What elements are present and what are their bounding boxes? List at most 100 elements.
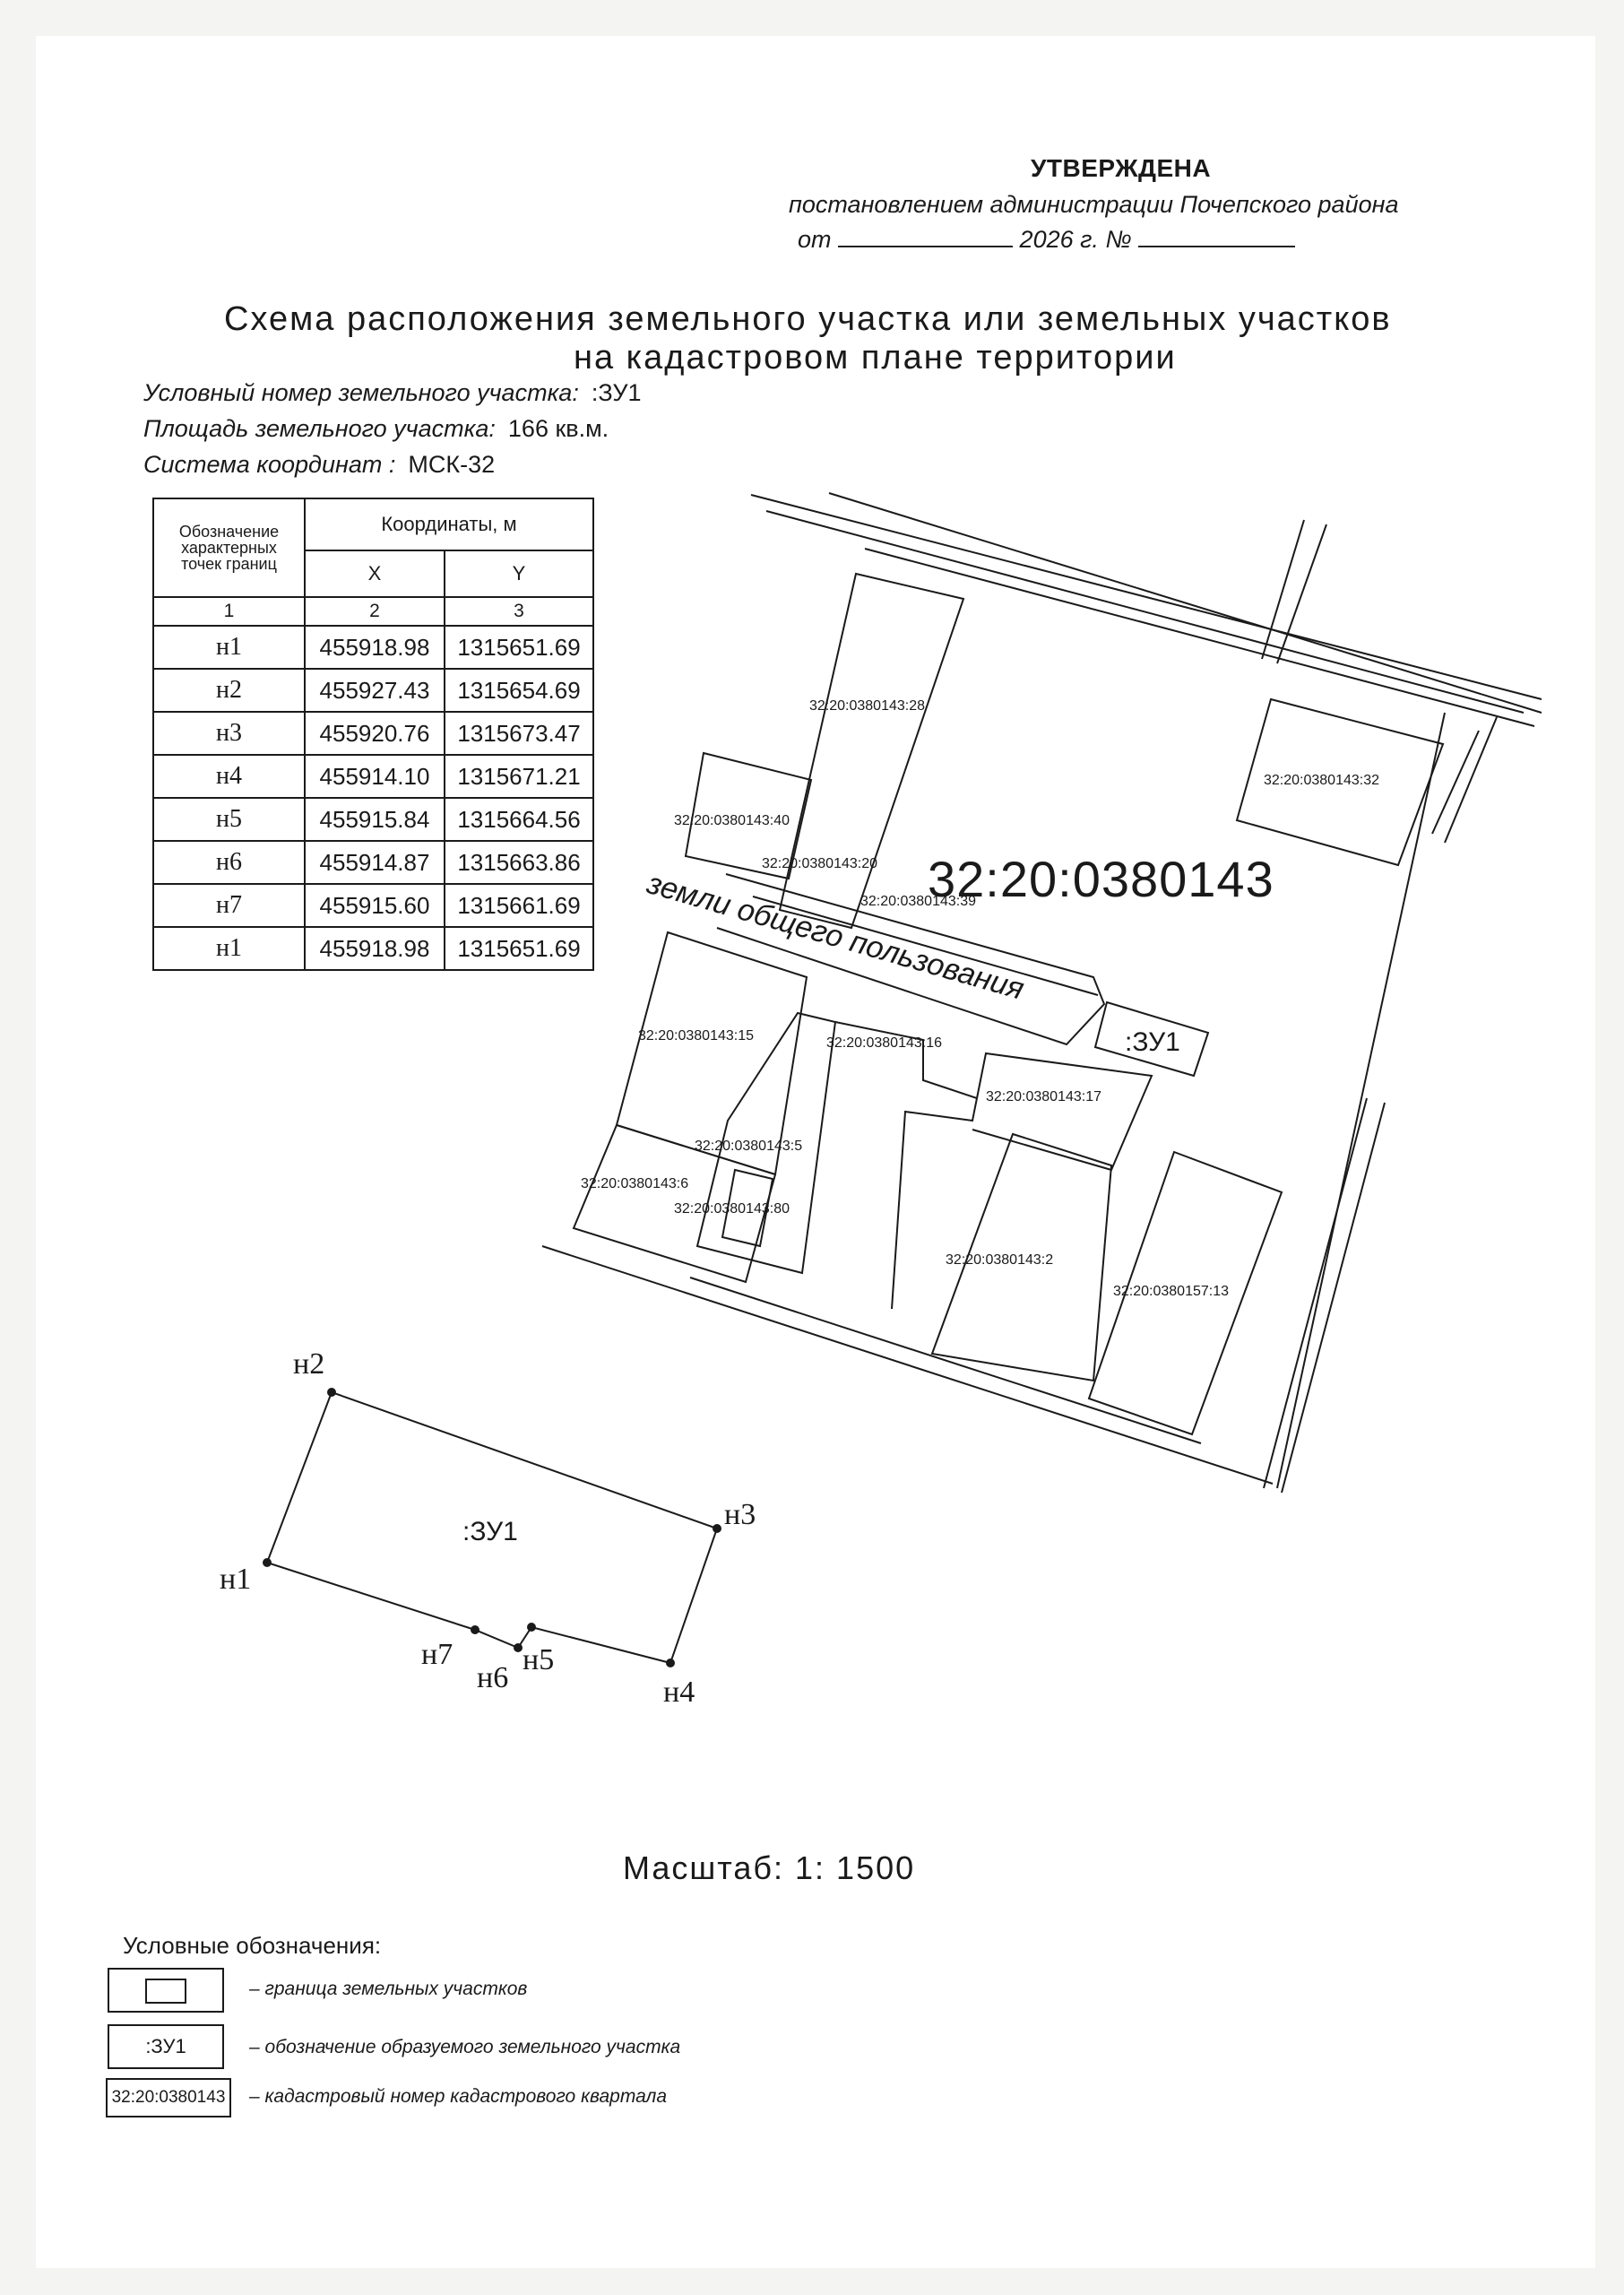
parcel-label: 32:20:0380143:5 bbox=[695, 1139, 802, 1154]
parcel-label: 32:20:0380143:32 bbox=[1264, 773, 1379, 788]
parcel-40-boundary bbox=[684, 751, 813, 880]
date-prefix: от bbox=[798, 226, 832, 253]
y-coord: 1315663.86 bbox=[444, 840, 594, 885]
parcel-label: 32:20:0380143:40 bbox=[674, 813, 790, 828]
point-name: н2 bbox=[152, 668, 306, 713]
legend-title: Условные обозначения: bbox=[123, 1932, 382, 1959]
parcel-number-value: :ЗУ1 bbox=[591, 379, 642, 406]
x-coord: 455920.76 bbox=[304, 711, 445, 756]
parcel-2-boundary bbox=[930, 1132, 1113, 1382]
y-coord: 1315664.56 bbox=[444, 797, 594, 842]
vertex-label-n2: н2 bbox=[293, 1347, 324, 1381]
coords-header: Координаты, м bbox=[304, 497, 594, 552]
detail-parcel-boundary bbox=[265, 1390, 719, 1665]
vertex-point bbox=[527, 1623, 536, 1632]
parcel-label: 32:20:0380143:39 bbox=[860, 894, 976, 909]
x-header: X bbox=[304, 550, 445, 598]
y-header: Y bbox=[444, 550, 594, 598]
x-coord: 455918.98 bbox=[304, 926, 445, 971]
legend-symbol-new-parcel: :ЗУ1 bbox=[108, 2024, 224, 2069]
legend-symbol-quarter: 32:20:0380143 bbox=[106, 2078, 231, 2117]
x-coord: 455914.10 bbox=[304, 754, 445, 799]
point-name: н1 bbox=[152, 625, 306, 670]
y-coord: 1315654.69 bbox=[444, 668, 594, 713]
parcel-28-boundary bbox=[778, 572, 965, 930]
legend-text: – обозначение образуемого земельного уча… bbox=[249, 2037, 681, 2057]
x-coord: 455918.98 bbox=[304, 625, 445, 670]
vertex-label-n6: н6 bbox=[477, 1661, 508, 1694]
vertex-label-n4: н4 bbox=[663, 1676, 695, 1709]
parcel-label: 32:20:0380143:15 bbox=[638, 1028, 754, 1044]
parcel-area-label: Площадь земельного участка: bbox=[143, 415, 496, 442]
point-name: н7 bbox=[152, 883, 306, 928]
vertex-point bbox=[263, 1558, 272, 1567]
crs-label: Система координат : bbox=[143, 451, 396, 478]
parcel-6-boundary bbox=[572, 1123, 777, 1284]
vertex-point bbox=[327, 1388, 336, 1397]
parcel-number-row: Условный номер земельного участка::ЗУ1 bbox=[143, 379, 642, 407]
document-page bbox=[36, 36, 1595, 2268]
parcel-area-value: 166 кв.м. bbox=[507, 415, 609, 442]
parcel-13-boundary bbox=[1087, 1150, 1283, 1436]
scale-label: Масштаб: 1: 1500 bbox=[623, 1849, 916, 1886]
road-line bbox=[750, 494, 1542, 700]
number-sign: № bbox=[1105, 226, 1132, 253]
road-line bbox=[828, 492, 1542, 714]
parcel-80-boundary bbox=[721, 1168, 774, 1248]
y-coord: 1315673.47 bbox=[444, 711, 594, 756]
legend-symbol-boundary bbox=[108, 1968, 224, 2013]
road-line bbox=[765, 510, 1525, 714]
boundary-line bbox=[1261, 519, 1327, 664]
vertex-label-n5: н5 bbox=[523, 1643, 554, 1676]
detail-parcel-label: :ЗУ1 bbox=[462, 1517, 518, 1546]
parcel-label: 32:20:0380143:28 bbox=[809, 698, 925, 714]
x-coord: 455914.87 bbox=[304, 840, 445, 885]
point-name: н1 bbox=[152, 926, 306, 971]
y-coord: 1315671.21 bbox=[444, 754, 594, 799]
x-coord: 455927.43 bbox=[304, 668, 445, 713]
date-year: 2026 г. bbox=[1019, 226, 1099, 253]
legend-text: – граница земельных участков bbox=[249, 1979, 528, 1999]
vertex-label-n7: н7 bbox=[421, 1638, 453, 1671]
road-line bbox=[689, 1277, 1202, 1444]
document-title-line2: на кадастровом плане территории bbox=[574, 339, 1177, 377]
parcel-label: 32:20:0380143:6 bbox=[581, 1176, 688, 1191]
approval-stamp: УТВЕРЖДЕНА bbox=[1031, 154, 1212, 182]
point-name: н4 bbox=[152, 754, 306, 799]
boundary-line bbox=[1431, 716, 1498, 844]
y-coord: 1315661.69 bbox=[444, 883, 594, 928]
vertex-point bbox=[514, 1643, 523, 1652]
decree-line: постановлением администрации Почепского … bbox=[789, 191, 1399, 218]
coordinates-table: Обозначение характерных точек границ Коо… bbox=[152, 497, 594, 971]
crs-row: Система координат : МСК-32 bbox=[143, 451, 495, 479]
vertex-label-n1: н1 bbox=[220, 1563, 251, 1596]
number-blank bbox=[1138, 228, 1296, 247]
common-land-strip bbox=[716, 873, 1106, 1046]
quarter-boundary bbox=[1276, 712, 1446, 1489]
parcel-label: 32:20:0380157:13 bbox=[1113, 1284, 1229, 1299]
parcel-label: 32:20:0380143:2 bbox=[946, 1252, 1053, 1268]
point-header: Обозначение характерных точек границ bbox=[152, 498, 306, 598]
crs-value: МСК-32 bbox=[408, 451, 496, 478]
road-line bbox=[864, 548, 1535, 727]
x-coord: 455915.60 bbox=[304, 883, 445, 928]
col-number: 1 bbox=[152, 596, 306, 627]
document-title-line1: Схема расположения земельного участка ил… bbox=[224, 300, 1392, 338]
col-number: 2 bbox=[304, 596, 445, 627]
vertex-point bbox=[471, 1625, 479, 1634]
common-land-strip bbox=[752, 896, 1099, 996]
parcel-17-boundary bbox=[972, 1052, 1153, 1172]
new-parcel-boundary bbox=[1093, 1000, 1210, 1078]
vertex-point bbox=[713, 1524, 721, 1533]
x-coord: 455915.84 bbox=[304, 797, 445, 842]
parcel-32-boundary bbox=[1235, 697, 1445, 867]
date-blank bbox=[838, 228, 1014, 247]
parcel-label: 32:20:0380143:17 bbox=[986, 1089, 1101, 1104]
